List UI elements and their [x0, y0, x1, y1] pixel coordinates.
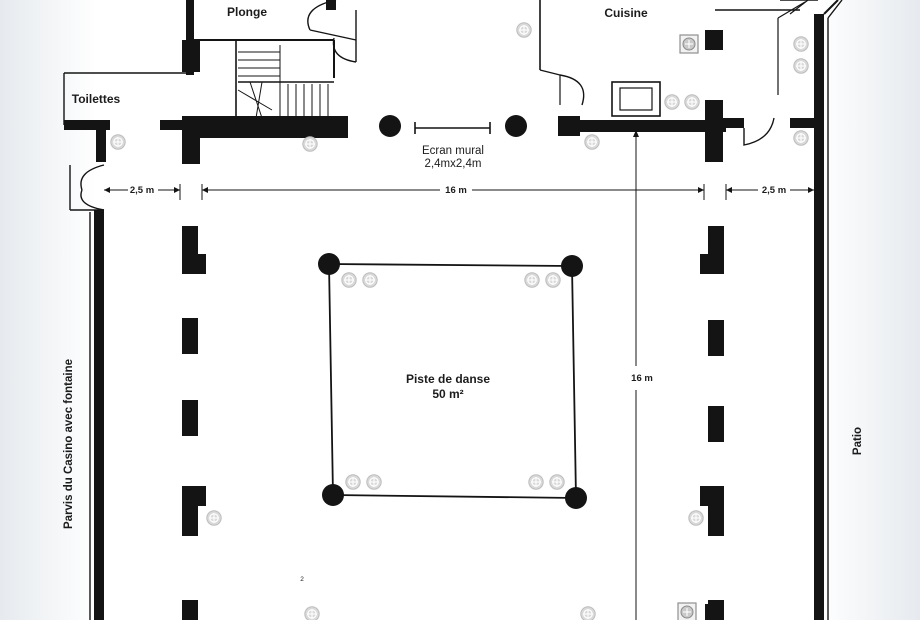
cuisine-label: Cuisine	[604, 6, 648, 20]
light-icon	[664, 94, 680, 110]
light-icon	[302, 136, 318, 152]
screen-title: Ecran mural	[422, 145, 484, 157]
light-box-icon	[677, 602, 697, 620]
right-exterior	[818, 0, 920, 620]
light-icon	[688, 510, 704, 526]
exterior-walls	[94, 14, 824, 620]
dimension-arrows	[104, 130, 814, 193]
toilettes-label: Toilettes	[72, 92, 121, 106]
main-width-dimension: 16 m	[445, 185, 467, 196]
light-icon	[793, 130, 809, 146]
light-icon	[793, 58, 809, 74]
light-icon	[549, 474, 565, 490]
dance-floor	[318, 253, 587, 509]
light-icon	[684, 94, 700, 110]
front-wall	[336, 115, 726, 138]
staircase	[237, 45, 329, 119]
right-bay-dimension: 2,5 m	[762, 185, 786, 196]
left-exterior	[0, 0, 96, 620]
light-icon	[580, 606, 596, 620]
light-icon	[362, 272, 378, 288]
light-icon	[528, 474, 544, 490]
left-pillars	[182, 226, 206, 620]
plonge-label: Plonge	[227, 5, 267, 19]
wall-screen	[414, 122, 491, 134]
light-icon	[524, 272, 540, 288]
light-icon	[584, 134, 600, 150]
patio-label: Patio	[852, 427, 864, 455]
plonge-door	[307, 0, 357, 63]
light-icon	[110, 134, 126, 150]
parvis-label: Parvis du Casino avec fontaine	[63, 359, 75, 529]
light-icon	[793, 36, 809, 52]
left-bay-dimension: 2,5 m	[130, 185, 154, 196]
screen-size: 2,4mx2,4m	[425, 158, 482, 170]
light-icon	[366, 474, 382, 490]
dimension-lines	[104, 132, 814, 620]
main-depth-dimension: 16 m	[631, 373, 653, 384]
light-icon	[304, 606, 320, 620]
light-icon	[545, 272, 561, 288]
plonge-room	[182, 0, 348, 164]
toilettes-room	[63, 72, 190, 162]
dance-floor-title: Piste de danse	[406, 372, 490, 386]
light-icon	[341, 272, 357, 288]
light-box-icon	[679, 34, 699, 54]
toilettes-door	[69, 164, 105, 211]
dance-floor-area: 50 m²	[432, 387, 463, 401]
light-icon	[516, 22, 532, 38]
light-icon	[345, 474, 361, 490]
light-icon	[206, 510, 222, 526]
right-pillars	[700, 226, 724, 620]
cuisine-room	[539, 0, 818, 162]
marker-label: 2	[300, 576, 304, 583]
